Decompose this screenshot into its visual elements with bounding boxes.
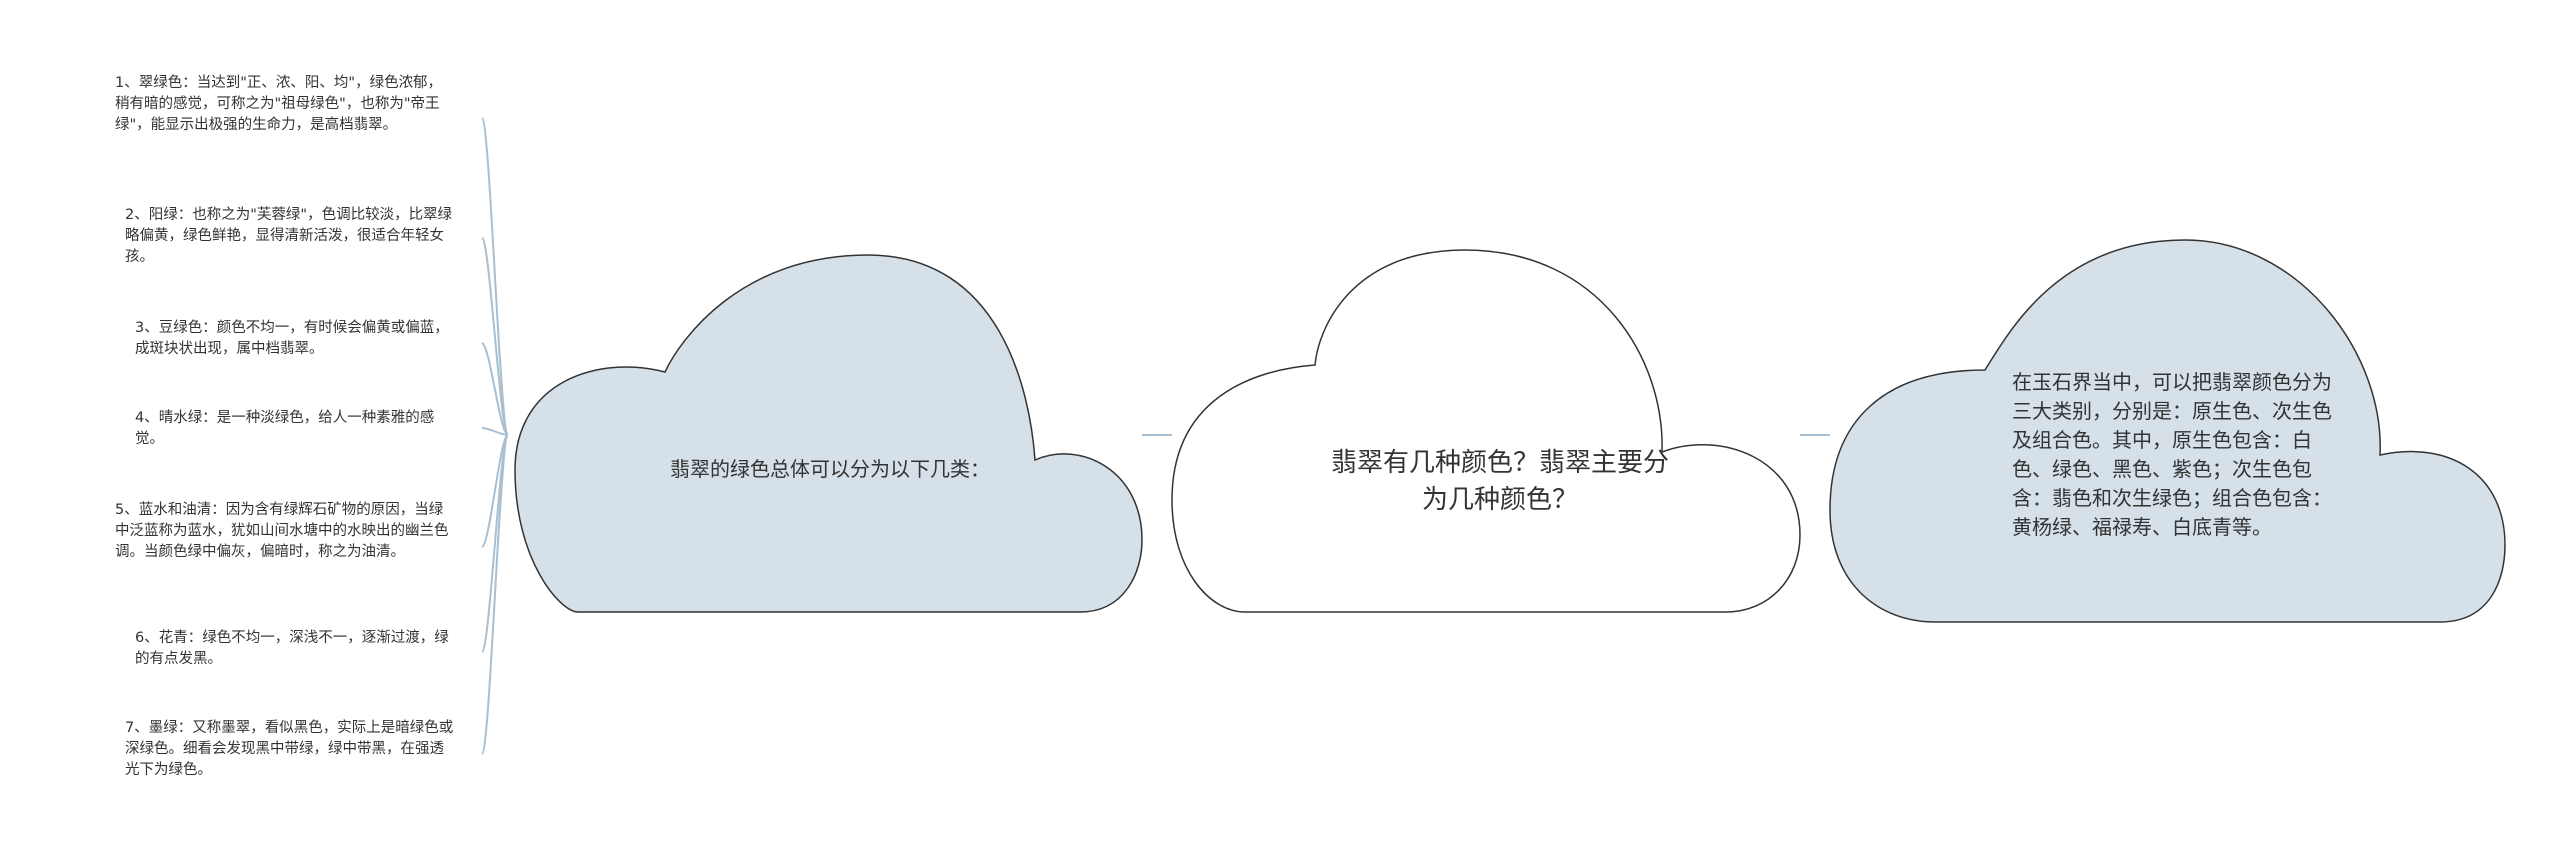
- leaf-connectors: [481, 117, 509, 755]
- leaf-node-4[interactable]: 4、晴水绿：是一种淡绿色，给人一种素雅的感觉。: [135, 410, 435, 448]
- leaf-node-6[interactable]: 6、花青：绿色不均一，深浅不一，逐渐过渡，绿的有点发黑。: [135, 630, 449, 668]
- leaf-connector-3: [481, 342, 509, 436]
- left-node-text: 翡翠的绿色总体可以分为以下几类：: [670, 457, 990, 481]
- leaf-node-2[interactable]: 2、阳绿：也称之为"芙蓉绿"，色调比较淡，比翠绿略偏黄，绿色鲜艳，显得清新活泼，…: [125, 207, 453, 266]
- leaf-node-5[interactable]: 5、蓝水和油清：因为含有绿辉石矿物的原因，当绿中泛蓝称为蓝水，犹如山间水塘中的水…: [115, 502, 449, 561]
- cloud-center[interactable]: [1171, 249, 1801, 613]
- leaf-connector-7: [481, 434, 509, 755]
- right-node-text: 在玉石界当中，可以把翡翠颜色分为三大类别，分别是：原生色、次生色及组合色。其中，…: [2012, 370, 2332, 539]
- leaf-node-3[interactable]: 3、豆绿色：颜色不均一，有时候会偏黄或偏蓝，成斑块状出现，属中档翡翠。: [135, 320, 449, 358]
- cloud-right[interactable]: [1829, 239, 2506, 623]
- leaf-node-1[interactable]: 1、翠绿色：当达到"正、浓、阳、均"，绿色浓郁，稍有暗的感觉，可称之为"祖母绿色…: [115, 75, 443, 134]
- leaf-connector-2: [481, 237, 509, 436]
- center-node-text: 翡翠有几种颜色？翡翠主要分为几种颜色？: [1330, 448, 1669, 515]
- leaf-node-7[interactable]: 7、墨绿：又称墨翠，看似黑色，实际上是暗绿色或深绿色。细看会发现黑中带绿，绿中带…: [125, 720, 454, 779]
- leaf-connector-6: [481, 434, 509, 653]
- leaf-connector-4: [481, 427, 509, 436]
- cloud-left[interactable]: [514, 254, 1143, 613]
